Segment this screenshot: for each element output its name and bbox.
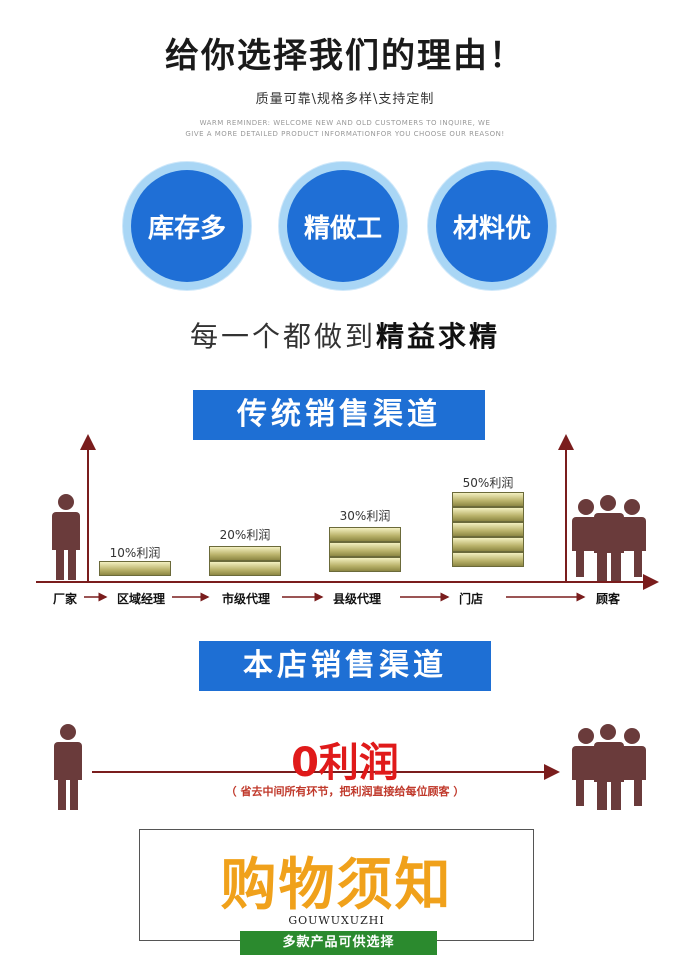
- direct-arrow: [92, 764, 560, 780]
- feature-circle-workmanship: 精做工: [287, 170, 399, 282]
- coin-bar: [329, 557, 401, 572]
- tagline-bold: 精益求精: [376, 320, 501, 353]
- factory-person-icon: [52, 724, 84, 810]
- label-factory: 厂家: [53, 592, 78, 606]
- profit-stack-2: [209, 546, 281, 576]
- shopping-notice-title: 购物须知: [220, 853, 453, 918]
- product-choice-badge: 多款产品可供选择: [240, 931, 437, 955]
- label-city-agent: 市级代理: [222, 592, 271, 606]
- coin-bar: [329, 527, 401, 542]
- customers-group-icon: [570, 724, 650, 810]
- page-title: 给你选择我们的理由！: [165, 36, 525, 76]
- coin-bar: [452, 507, 524, 522]
- feature-label: 库存多: [147, 213, 226, 244]
- profit-label-3: 30%利润: [339, 509, 391, 523]
- tagline: 每一个都做到精益求精: [0, 315, 690, 355]
- traditional-channel-banner: 传统销售渠道: [193, 390, 485, 440]
- store-channel-banner: 本店销售渠道: [199, 641, 491, 691]
- profit-label-4: 50%利润: [462, 476, 514, 490]
- shopping-notice-pinyin: GOUWUXUZHI: [288, 914, 385, 927]
- coin-bar: [452, 492, 524, 507]
- coin-bar: [452, 537, 524, 552]
- label-regional-manager: 区域经理: [117, 592, 166, 606]
- profit-stack-4: [452, 492, 524, 567]
- label-customer: 顾客: [596, 592, 621, 606]
- step-arrows: [84, 592, 586, 602]
- factory-person-icon: [50, 494, 82, 580]
- coin-bar: [209, 561, 281, 576]
- zero-profit-note: （ 省去中间所有环节，把利润直接给每位顾客 ）: [225, 785, 465, 798]
- profit-label-1: 10%利润: [109, 546, 161, 560]
- coin-bar: [209, 546, 281, 561]
- label-county-agent: 县级代理: [333, 592, 382, 606]
- coin-bar: [99, 561, 171, 576]
- profit-label-2: 20%利润: [219, 528, 271, 542]
- profit-stack-1: [99, 561, 171, 576]
- reminder-line-1: WARM REMINDER: WELCOME NEW AND OLD CUSTO…: [199, 119, 491, 127]
- zero-profit: 0利润: [291, 740, 399, 786]
- coin-bar: [452, 522, 524, 537]
- reminder-line-2: GIVE A MORE DETAILED PRODUCT INFORMATION…: [185, 130, 505, 138]
- feature-label: 材料优: [452, 213, 531, 244]
- label-store: 门店: [459, 592, 484, 606]
- coin-bar: [329, 542, 401, 557]
- shopping-notice-box: [139, 829, 534, 941]
- feature-label: 精做工: [303, 213, 382, 244]
- traditional-channel-diagram: [36, 434, 659, 590]
- profit-stack-3: [329, 527, 401, 572]
- warm-reminder: WARM REMINDER: WELCOME NEW AND OLD CUSTO…: [0, 118, 690, 140]
- tagline-normal: 每一个都做到: [189, 320, 376, 353]
- coin-bar: [452, 552, 524, 567]
- customers-group-icon: [570, 495, 650, 581]
- feature-circle-material: 材料优: [436, 170, 548, 282]
- subtitle: 质量可靠\规格多样\支持定制: [255, 92, 435, 107]
- feature-circle-stock: 库存多: [131, 170, 243, 282]
